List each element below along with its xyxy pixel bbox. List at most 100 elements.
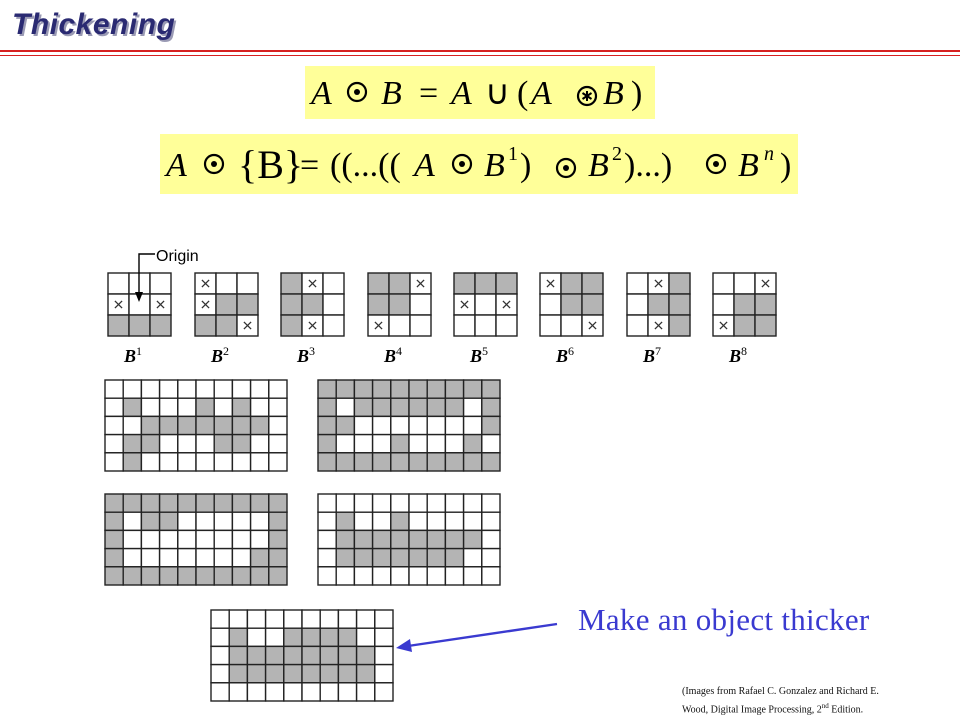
grid-cell — [337, 645, 358, 666]
grid-cell — [371, 379, 392, 399]
grid-cell — [481, 493, 501, 513]
grid-cell — [140, 547, 161, 568]
structuring-element-label: B5 — [469, 344, 488, 366]
grid-cell — [409, 293, 432, 316]
label-superscript: 6 — [568, 344, 574, 358]
grid-cell — [149, 272, 172, 295]
grid-cell — [158, 433, 179, 454]
grid-cell — [353, 397, 374, 418]
grid-cell — [268, 379, 288, 399]
label-superscript: 2 — [223, 344, 229, 358]
grid-cell — [317, 493, 337, 513]
grid-cell — [246, 682, 267, 702]
grid-cell — [444, 547, 465, 568]
grid-cell — [408, 529, 428, 550]
grid-cell — [481, 566, 501, 586]
grid-cell — [444, 511, 465, 532]
grid-cell — [128, 314, 151, 337]
grid-cell — [355, 645, 376, 666]
structuring-element-label: B3 — [296, 344, 315, 366]
hit-or-miss-icon — [576, 85, 598, 107]
structuring-element-2 — [194, 272, 259, 337]
grid-cell — [390, 529, 410, 550]
grid-cell — [195, 433, 215, 454]
label-superscript: 1 — [136, 344, 142, 358]
structuring-element-label: B7 — [642, 344, 661, 366]
grid-cell — [107, 272, 130, 295]
grid-cell — [213, 433, 234, 454]
grid-cell — [335, 415, 356, 436]
grid-cell — [249, 566, 270, 586]
grid-cell — [426, 415, 447, 436]
odot-icon — [203, 153, 225, 175]
grid-cell — [107, 314, 130, 337]
grid-cell — [268, 493, 288, 513]
eq2-close1: ) — [520, 147, 531, 184]
grid-cell — [158, 566, 179, 586]
grid-cell — [104, 511, 124, 532]
grid-cell — [280, 314, 303, 337]
label-superscript: 5 — [482, 344, 488, 358]
grid-cell — [249, 415, 270, 436]
odot-icon — [705, 153, 727, 175]
dont-care-mark — [460, 300, 469, 309]
grid-cell — [280, 272, 303, 295]
grid-cell — [122, 415, 143, 436]
eq1-inner-lhs: A — [529, 75, 552, 112]
grid-cell — [210, 663, 230, 684]
sequence-thickening-equation: A {B} = ((...(( A B 1 ) B 2 )...) B n ) — [160, 134, 798, 194]
structuring-element-label: B8 — [728, 344, 747, 366]
grid-cell — [122, 493, 143, 513]
grid-cell — [104, 379, 124, 399]
grid-cell — [236, 293, 259, 316]
grid-cell — [353, 547, 374, 568]
grid-cell — [408, 511, 428, 532]
grid-cell — [374, 663, 394, 684]
grid-cell — [122, 397, 143, 418]
grid-cell — [177, 511, 197, 532]
grid-cell — [149, 314, 172, 337]
grid-cell — [177, 397, 197, 418]
grid-cell — [337, 609, 358, 629]
grid-cell — [213, 493, 234, 513]
grid-cell — [668, 314, 691, 337]
grid-cell — [495, 272, 518, 295]
grid-cell — [319, 627, 340, 648]
grid-cell — [301, 293, 324, 316]
grid-cell — [122, 433, 143, 454]
eq1-union-lhs: A — [449, 75, 472, 112]
grid-cell — [177, 415, 197, 436]
grid-cell — [367, 293, 390, 316]
grid-cell — [317, 511, 337, 532]
grid-cell — [481, 397, 501, 418]
credit-line-2: Wood, Digital Image Processing, 2 — [682, 704, 822, 716]
grid-cell — [353, 379, 374, 399]
grid-cell — [374, 682, 394, 702]
grid-cell — [444, 452, 465, 472]
grid-cell — [210, 609, 230, 629]
structuring-element-6 — [539, 272, 604, 337]
grid-cell — [268, 511, 288, 532]
dont-care-mark — [374, 321, 383, 330]
credit-sup: nd — [821, 702, 829, 710]
grid-cell — [388, 293, 411, 316]
eq2-b1: B — [484, 147, 505, 184]
grid-cell — [712, 272, 735, 295]
eq2-close-n: ) — [780, 147, 791, 184]
grid-cell — [268, 415, 288, 436]
grid-cell — [481, 415, 501, 436]
grid-cell — [462, 511, 483, 532]
grid-cell — [213, 397, 234, 418]
grid-cell — [264, 609, 285, 629]
grid-cell — [390, 493, 410, 513]
grid-cell — [231, 511, 252, 532]
odot-icon — [451, 153, 473, 175]
grid-cell — [408, 566, 428, 586]
grid-cell — [140, 566, 161, 586]
eq1-equals: = — [419, 75, 438, 112]
eq1-open-paren: ( — [517, 75, 528, 112]
grid-cell — [474, 314, 497, 337]
grid-cell — [626, 314, 649, 337]
grid-cell — [283, 627, 303, 648]
